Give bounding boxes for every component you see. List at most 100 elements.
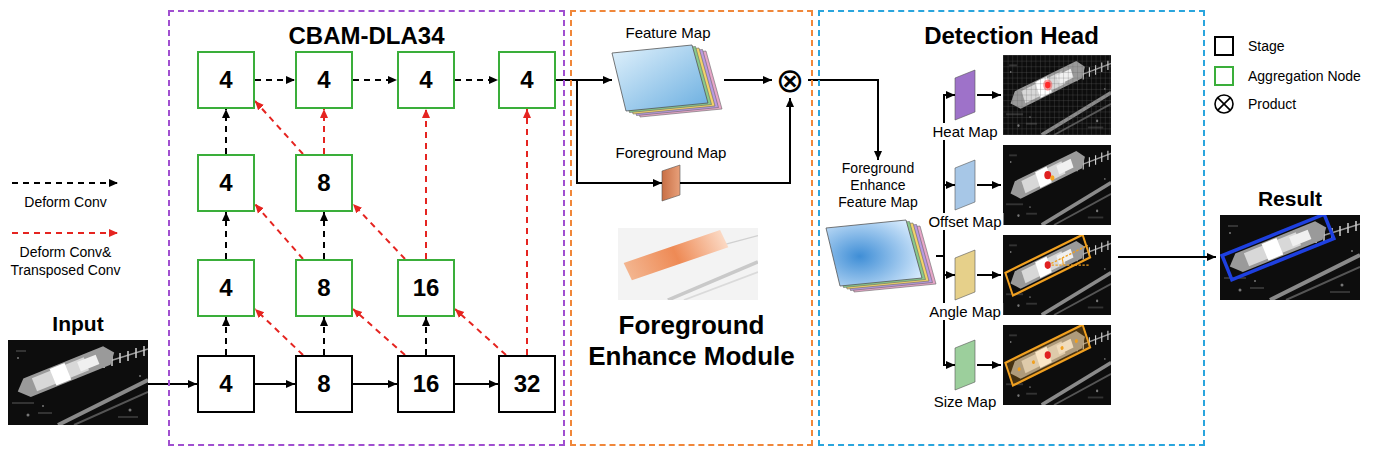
scale-number: 4 <box>419 66 432 94</box>
backbone-region: CBAM-DLA344816324816484444 <box>168 10 565 446</box>
aggregation-node: 16 <box>397 259 455 317</box>
foreground-map-node: Foreground Map <box>662 165 680 201</box>
scale-number: 8 <box>317 370 330 398</box>
deform-transposed-conv-arrow <box>255 204 303 259</box>
red-dashed-arrow-sample <box>12 232 118 234</box>
foreground-image <box>618 228 758 300</box>
head-blocks <box>955 70 975 390</box>
legend-line-samples <box>12 183 118 233</box>
flow-arrow <box>255 383 295 385</box>
deform-transposed-conv-arrow <box>455 309 506 355</box>
enhanced-feature-stack <box>826 220 936 292</box>
legend-entry: Deform Conv <box>8 193 123 211</box>
deform-conv-arrow <box>455 79 498 81</box>
scale-number: 4 <box>219 274 232 302</box>
legend-text: Deform Conv& Transposed Conv <box>11 244 121 278</box>
product-symbol <box>1215 95 1233 113</box>
flow-arrow <box>148 383 197 385</box>
scale-number: 16 <box>413 370 440 398</box>
deform-conv-arrow <box>225 212 227 259</box>
scale-number: 4 <box>219 169 232 197</box>
deform-conv-arrow <box>255 79 295 81</box>
head-branch: Size Map <box>955 340 975 390</box>
deform-transposed-conv-arrow <box>425 109 427 259</box>
result-label: Result <box>1258 187 1322 211</box>
heat-map-image <box>1003 55 1111 135</box>
flow-arrow <box>455 383 498 385</box>
legend-entry: Deform Conv& Transposed Conv <box>8 243 123 279</box>
detection-head-region: Detection HeadForeground Enhance Feature… <box>818 10 1205 446</box>
enhanced-feature-node: Foreground Enhance Feature Map <box>820 160 936 293</box>
deform-conv-arrow <box>353 79 397 81</box>
dashed-arrow-sample <box>12 182 118 184</box>
foreground-map-block <box>662 165 680 201</box>
result-sar-image <box>1220 214 1360 300</box>
deform-conv-arrow <box>225 109 227 154</box>
head-branch: Heat Map <box>955 70 975 120</box>
deform-transposed-conv-arrow <box>526 109 528 355</box>
region-title: Foreground Enhance Module <box>587 310 797 372</box>
aggregation-node: 4 <box>197 154 255 212</box>
size-map-image <box>1003 325 1111 405</box>
map-label: Size Map <box>932 393 999 410</box>
product-node: ⊗ <box>772 62 808 98</box>
aggregation-node: 4 <box>295 51 353 109</box>
legend-entry: Aggregation Node <box>1248 67 1361 85</box>
input-label: Input <box>52 312 103 336</box>
region-title: CBAM-DLA34 <box>170 22 563 50</box>
legend-shape-samples <box>1215 37 1233 113</box>
feature-map-stack <box>612 45 722 117</box>
legend-text: Product <box>1248 96 1296 112</box>
flow-arrow <box>936 256 955 275</box>
flow-arrow <box>680 98 790 183</box>
scale-number: 4 <box>520 66 533 94</box>
enhance-module-region: Foreground Enhance Module Feature MapFore… <box>570 10 813 446</box>
map-label: Offset Map <box>926 213 1003 230</box>
head-branch: Angle Map <box>955 250 975 300</box>
aggregation-node: 4 <box>498 51 556 109</box>
input-node: Input <box>8 340 148 425</box>
result-node: Result <box>1220 215 1360 300</box>
aggregation-sample <box>1215 67 1233 85</box>
legend-text: Aggregation Node <box>1248 68 1361 84</box>
scale-number: 4 <box>317 66 330 94</box>
deform-conv-arrow <box>225 317 227 355</box>
stage-box: 32 <box>498 355 556 413</box>
scale-number: 8 <box>317 169 330 197</box>
feature-map-node: Feature Map <box>612 45 724 119</box>
map-label: Feature Map <box>625 24 710 41</box>
legend-text: Stage <box>1248 38 1285 54</box>
aggregation-node: 4 <box>197 51 255 109</box>
legend-text: Deform Conv <box>24 194 106 210</box>
aggregation-node: 4 <box>197 259 255 317</box>
deform-conv-arrow <box>425 317 427 355</box>
scale-number: 8 <box>317 274 330 302</box>
deform-transposed-conv-arrow <box>353 204 405 259</box>
result-arrow <box>1118 256 1216 258</box>
stage-box: 8 <box>295 355 353 413</box>
stage-box: 4 <box>197 355 255 413</box>
map-label: Angle Map <box>927 303 1003 320</box>
flow-arrow <box>724 79 772 81</box>
map-label: Heat Map <box>930 123 999 140</box>
deform-conv-arrow <box>323 212 325 259</box>
deform-conv-arrow <box>323 317 325 355</box>
map-label: Foreground Enhance Feature Map <box>820 160 936 211</box>
aggregation-node: 8 <box>295 154 353 212</box>
region-title: Detection Head <box>820 22 1203 50</box>
stage-box: 16 <box>397 355 455 413</box>
product-symbol: ⊗ <box>776 63 805 97</box>
scale-number: 32 <box>514 370 541 398</box>
stage-sample <box>1215 37 1233 55</box>
input-sar-image <box>8 340 148 425</box>
angle-map-image <box>1003 234 1111 315</box>
aggregation-node: 4 <box>397 51 455 109</box>
legend-entry: Stage <box>1248 37 1285 55</box>
flow-arrow <box>936 95 955 256</box>
map-label: Foreground Map <box>616 144 727 161</box>
aggregation-node: 8 <box>295 259 353 317</box>
flow-arrow <box>353 383 397 385</box>
scale-number: 16 <box>413 274 440 302</box>
head-branch: Offset Map <box>955 160 975 210</box>
